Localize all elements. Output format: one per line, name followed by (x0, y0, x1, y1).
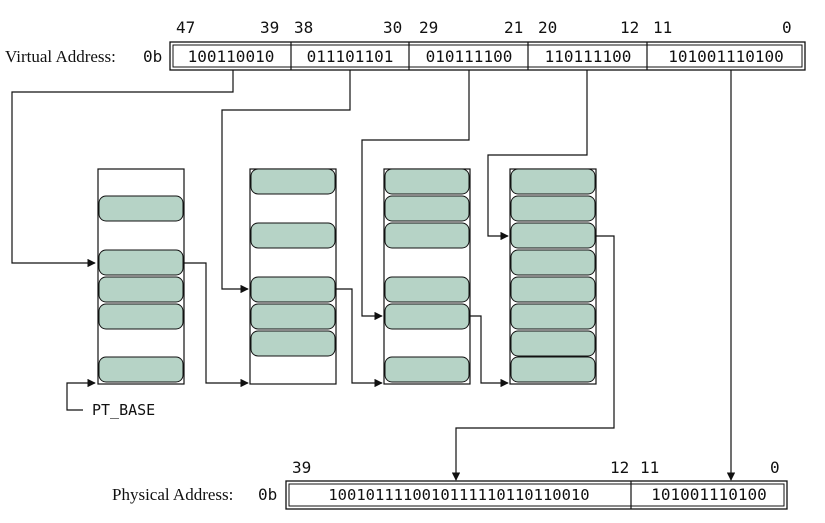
va-bit-12: 12 (620, 18, 639, 37)
pt-base-label: PT_BASE (92, 401, 155, 419)
arrow-l1-l2 (184, 262, 249, 388)
page-table-level-4 (509, 168, 597, 385)
arrow-l3-l4 (470, 315, 509, 388)
pte-selected-l1 (98, 249, 184, 276)
page-table-level-1 (97, 168, 185, 385)
pa-bit-11: 11 (640, 458, 659, 477)
pa-bit-12: 12 (610, 458, 629, 477)
arrow-va-l2 (221, 70, 351, 294)
va-field-29-21: 010111100 (426, 47, 513, 66)
pa-field-11-0: 101001110100 (651, 485, 767, 504)
page-table-level-2 (249, 168, 337, 385)
physical-address-label: Physical Address: (112, 485, 233, 504)
va-bit-30: 30 (383, 18, 402, 37)
physical-address-inner-box (288, 483, 785, 507)
pte-selected-l3 (384, 303, 470, 330)
virtual-address-inner-box (172, 44, 803, 68)
physical-address-box (285, 480, 788, 510)
va-field-38-30: 011101101 (307, 47, 394, 66)
virtual-address: Virtual Address: 0b 100110010 011101101 … (5, 18, 806, 71)
va-field-20-12: 110111100 (545, 47, 632, 66)
arrow-l4-pa (451, 235, 615, 481)
va-bit-29: 29 (419, 18, 438, 37)
virtual-address-label: Virtual Address: (5, 47, 116, 66)
physical-address-prefix: 0b (258, 485, 277, 504)
arrow-l2-l3 (336, 288, 383, 388)
virtual-address-prefix: 0b (143, 47, 162, 66)
virtual-address-box (169, 41, 806, 71)
pa-bit-39: 39 (292, 458, 311, 477)
arrow-va-l3 (361, 70, 470, 321)
va-bit-20: 20 (538, 18, 557, 37)
pte-selected-l4 (510, 222, 596, 249)
va-bit-21: 21 (504, 18, 523, 37)
table-chain-arrows (66, 235, 615, 481)
pa-field-39-12: 1001011110010111110110110010 (328, 486, 589, 504)
physical-address: Physical Address: 0b 1001011110010111110… (112, 458, 788, 510)
arrow-va-l4 (487, 70, 588, 241)
va-bit-11: 11 (653, 18, 672, 37)
index-arrows (11, 70, 736, 481)
va-bit-39: 39 (260, 18, 279, 37)
pa-bit-0: 0 (770, 458, 780, 477)
va-bit-0: 0 (782, 18, 792, 37)
va-bit-47: 47 (176, 18, 195, 37)
va-field-47-39: 100110010 (188, 47, 275, 66)
arrow-va-l1 (11, 70, 234, 268)
page-table-level-3 (383, 168, 471, 385)
va-bit-38: 38 (294, 18, 313, 37)
pte-selected-l2 (250, 276, 336, 303)
va-field-11-0: 101001110100 (668, 47, 784, 66)
arrow-pt-base (66, 378, 96, 411)
